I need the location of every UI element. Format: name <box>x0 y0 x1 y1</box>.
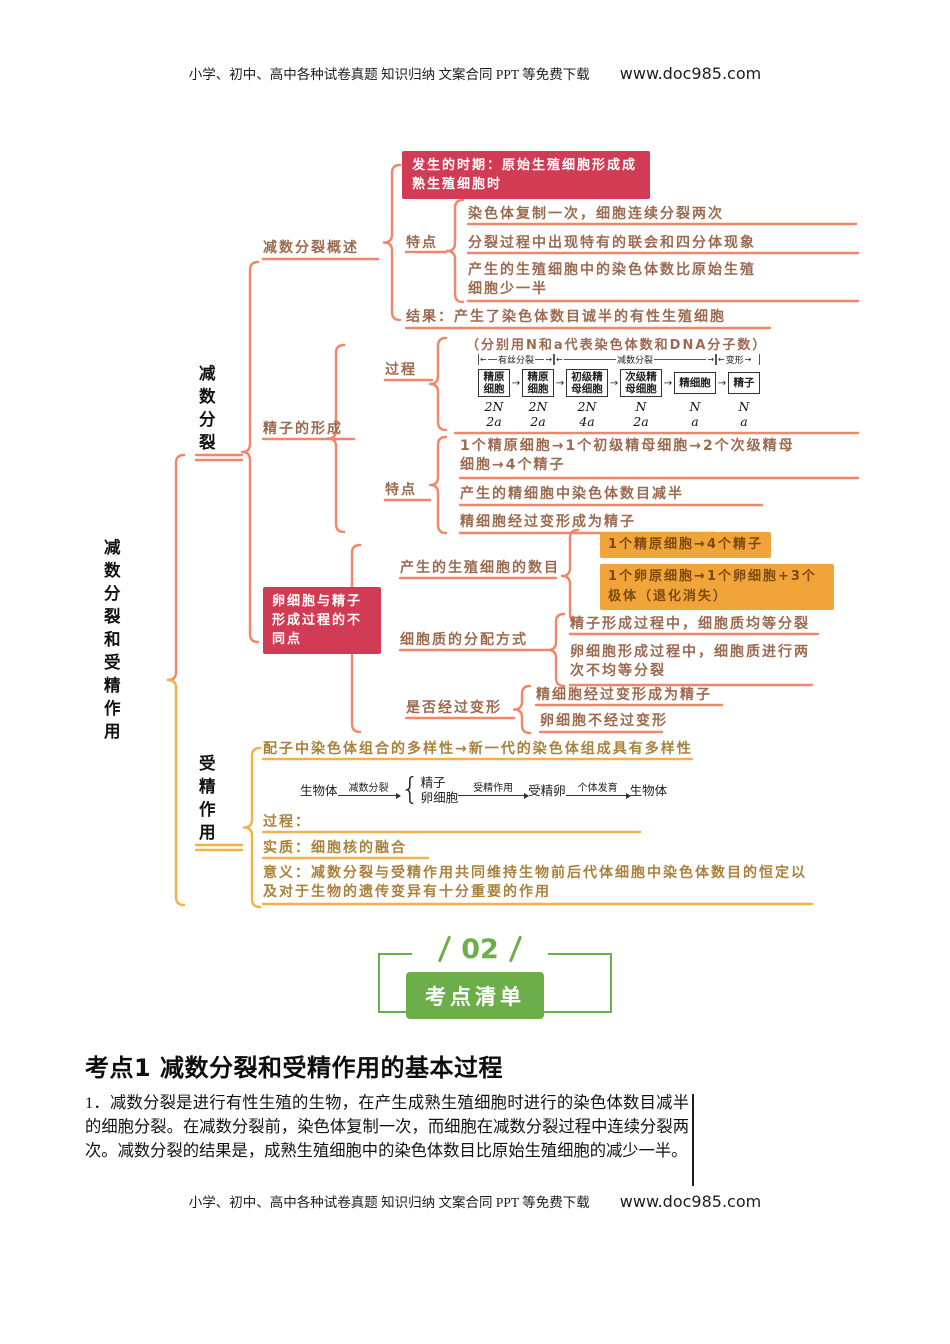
cytoplasm-label: 细胞质的分配方式 <box>400 632 528 648</box>
header-text: 小学、初中、高中各种试卷真题 知识归纳 文案合同 PPT 等免费下载 <box>188 67 590 82</box>
deformation-label: 是否经过变形 <box>406 700 502 716</box>
arrow-right-icon: → <box>545 354 553 364</box>
sperm-feature-item: 精细胞经过变形成为精子 <box>460 514 636 530</box>
differences-box: 卵细胞与精子形成过程的不同点 <box>263 587 381 654</box>
section-title-box: 考点清单 <box>406 972 544 1019</box>
deformation-item: 卵细胞不经过变形 <box>540 713 668 729</box>
stage-dna-count: 4a <box>579 414 595 429</box>
stage-box: 精原细胞 <box>522 369 554 397</box>
stage-chromosome-count: 2N <box>484 399 504 414</box>
arrow-left-icon: ← <box>480 354 487 364</box>
flow-arrow-meiosis: 减数分裂 <box>337 783 401 799</box>
overview-feature-item: 产生的生殖细胞中的染色体数比原始生殖细胞少一半 <box>468 262 756 297</box>
fertilization-flow-diagram: 生物体 减数分裂 { 精子 卵细胞 受精作用 受精卵 个体发育 生物体 <box>300 772 667 807</box>
sperm-features-label: 特点 <box>385 482 417 498</box>
sperm-feature-item: 产生的精细胞中染色体数目减半 <box>460 486 684 502</box>
overview-label: 减数分裂概述 <box>263 240 359 256</box>
stage-chromosome-count: 2N <box>528 399 548 414</box>
arrow-right-icon: → <box>744 354 752 364</box>
arrow-right-icon: → <box>707 354 715 364</box>
flow-gametes: 精子 卵细胞 <box>421 775 459 805</box>
page-footer: 小学、初中、高中各种试卷真题 知识归纳 文案合同 PPT 等免费下载 www.d… <box>0 1191 950 1211</box>
keypoint-body: 1．减数分裂是进行有性生殖的生物，在产生成熟生殖细胞时进行的染色体数目减半的细胞… <box>85 1093 689 1160</box>
arrow-left-icon: ← <box>556 354 563 364</box>
phase-mitosis: ← 有丝分裂 → <box>478 354 554 366</box>
overview-result: 结果：产生了染色体数目诚半的有性生殖细胞 <box>406 309 726 325</box>
stage-box: 初级精母细胞 <box>566 369 608 397</box>
fertilization-meaning: 意义：减数分裂与受精作用共同维持生物前后代体细胞中染色体数目的恒定以及对于生物的… <box>263 865 807 900</box>
phase-label: 变形 <box>725 356 744 366</box>
cytoplasm-item: 卵细胞形成过程中，细胞质进行两次不均等分裂 <box>570 644 810 679</box>
keypoint-heading: 考点1 减数分裂和受精作用的基本过程 <box>85 1054 504 1082</box>
flow-organism: 生物体 <box>300 783 338 798</box>
section-number-text: 02 <box>461 933 499 965</box>
phase-meiosis: ← 减数分裂 → <box>554 354 716 366</box>
gamete-count-label: 产生的生殖细胞的数目 <box>400 560 560 576</box>
stage-chromosome-count: N <box>689 399 701 414</box>
fertilization-process-label: 过程： <box>263 814 311 830</box>
sperm-feature-item: 1个精原细胞→1个初级精母细胞→2个次级精母细胞→4个精子 <box>460 438 795 473</box>
stage-box: 精细胞 <box>674 372 716 394</box>
branch-meiosis-label: 减数分裂 <box>199 364 216 452</box>
header-site-url: www.doc985.com <box>619 64 762 83</box>
slash-icon <box>508 935 522 963</box>
flow-egg: 卵细胞 <box>420 789 459 805</box>
flow-arrow-development: 个体发育 <box>565 783 631 799</box>
overview-feature-item: 分裂过程中出现特有的联会和四分体现象 <box>468 235 756 251</box>
stage-arrow-icon: → <box>511 377 521 389</box>
section-number: 02 <box>412 930 548 968</box>
stage-dna-count: a <box>740 414 748 429</box>
phase-label: 减数分裂 <box>617 356 654 366</box>
stage-dna-count: a <box>691 414 699 429</box>
stage-dna-count: 2a <box>530 414 546 429</box>
phase-label: 有丝分裂 <box>498 356 535 366</box>
stage-arrow-icon: → <box>609 377 619 389</box>
deformation-item: 精细胞经过变形成为精子 <box>536 687 712 703</box>
flow-zygote: 受精卵 <box>528 783 566 798</box>
sperm-process-note: （分别用N和a代表染色体数和DNA分子数） <box>466 338 768 353</box>
cytoplasm-item: 精子形成过程中，细胞质均等分裂 <box>570 616 810 632</box>
stage-box: 精子 <box>728 372 760 394</box>
phase-deformation: ← 变形 → <box>716 354 760 366</box>
branch-fertilization-label: 受精作用 <box>199 754 216 842</box>
stage-arrow-icon: → <box>663 377 673 389</box>
flow-arrow-fertilization: 受精作用 <box>458 783 530 799</box>
overview-features-label: 特点 <box>406 235 438 251</box>
fertilization-essence: 实质：细胞核的融合 <box>263 840 407 856</box>
stage-chromosome-count: 2N <box>577 399 597 414</box>
footer-text: 小学、初中、高中各种试卷真题 知识归纳 文案合同 PPT 等免费下载 <box>188 1195 590 1210</box>
stage-arrow-icon: → <box>717 377 727 389</box>
stage-chromosome-count: N <box>738 399 750 414</box>
slash-icon <box>438 935 452 963</box>
stage-chromosome-count: N <box>635 399 647 414</box>
flow-organism-new: 生物体 <box>629 783 668 798</box>
stage-dna-count: 2a <box>633 414 649 429</box>
sperm-count-box: 1个精原细胞→4个精子 <box>600 532 771 558</box>
overview-feature-item: 染色体复制一次，细胞连续分裂两次 <box>468 206 724 222</box>
mindmap-root-label: 减数分裂和受精作用 <box>104 538 121 741</box>
sperm-stage-diagram: ← 有丝分裂 → ← 减数分裂 → ← 变形 → 精原细胞 → 精原细胞 → 初… <box>478 352 760 429</box>
stage-arrow-icon: → <box>555 377 565 389</box>
flow-sperm: 精子 <box>420 774 446 790</box>
arrow-left-icon: ← <box>718 354 725 364</box>
stage-dna-count: 2a <box>486 414 502 429</box>
brace-icon: { <box>400 772 420 807</box>
paragraph-divider-line <box>692 1094 694 1186</box>
page-header: 小学、初中、高中各种试卷真题 知识归纳 文案合同 PPT 等免费下载 www.d… <box>0 63 950 83</box>
egg-count-box: 1个卵原细胞→1个卵细胞+3个极体（退化消失） <box>600 564 834 610</box>
stage-box: 次级精母细胞 <box>620 369 662 397</box>
footer-site-url: www.doc985.com <box>619 1192 762 1211</box>
stage-box: 精原细胞 <box>478 369 510 397</box>
diversity-line: 配子中染色体组合的多样性→新一代的染色体组成具有多样性 <box>263 741 693 757</box>
sperm-formation-label: 精子的形成 <box>263 421 343 437</box>
sperm-process-label: 过程 <box>385 362 417 378</box>
overview-timing-box: 发生的时期：原始生殖细胞形成成熟生殖细胞时 <box>402 151 650 199</box>
